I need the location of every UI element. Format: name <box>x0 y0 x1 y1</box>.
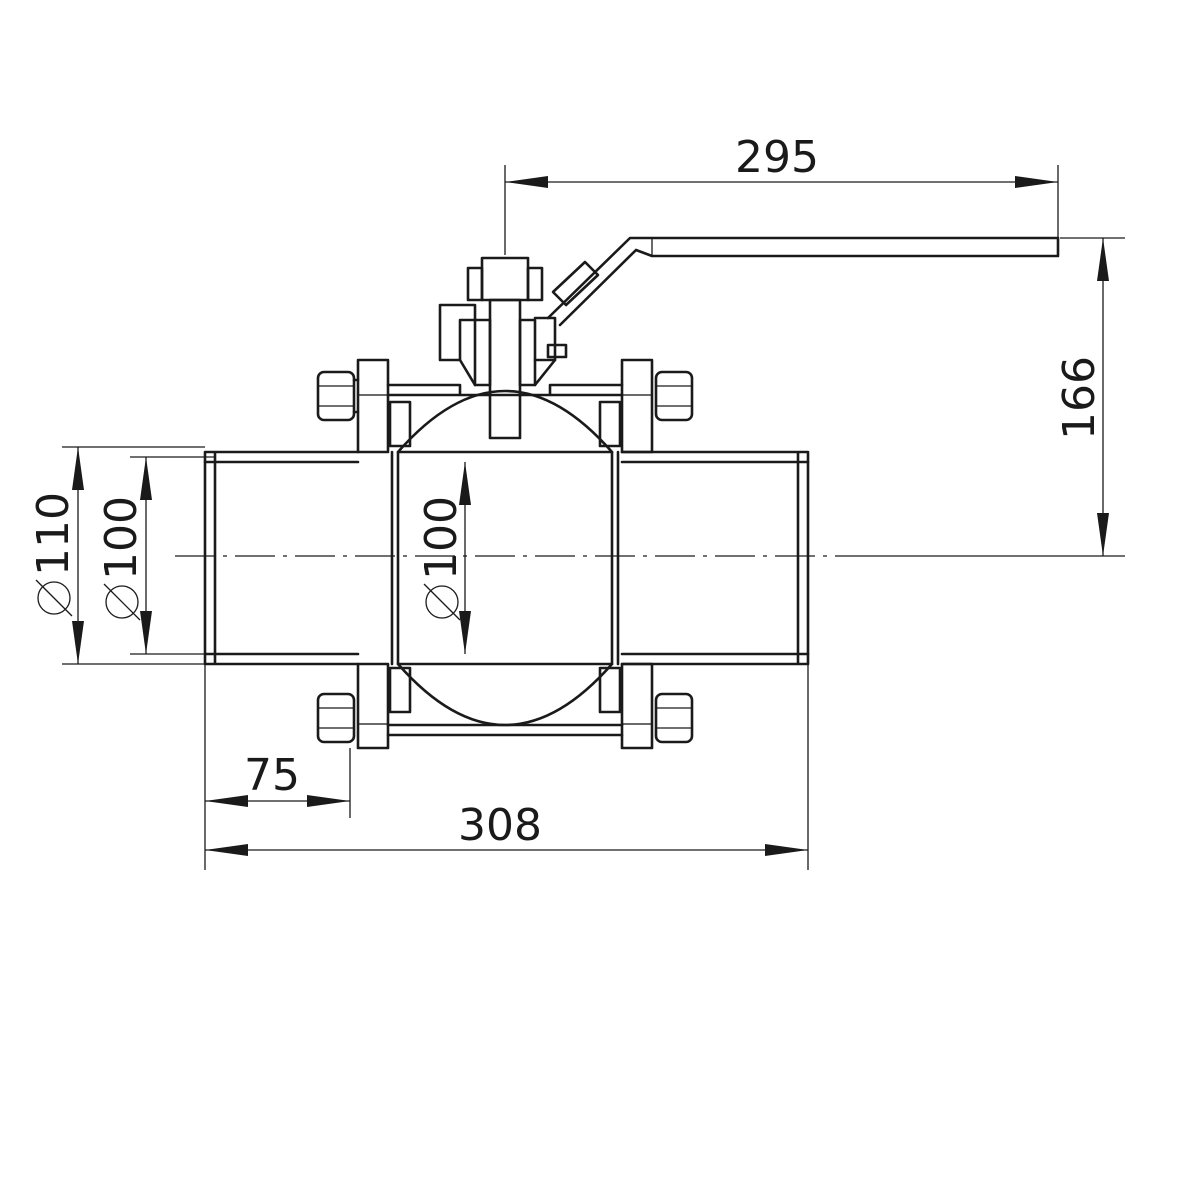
stem-nut <box>480 256 530 302</box>
center-body <box>386 383 624 737</box>
seat-left-top <box>388 400 412 448</box>
dim-outer-diameter-label: 110 <box>28 492 79 576</box>
bolt-bottom-right <box>654 692 694 744</box>
dim-inner-diameter-label: 100 <box>96 496 147 580</box>
dim-end-length-label: 75 <box>244 750 300 801</box>
right-pipe <box>620 450 810 666</box>
dim-overall-length-label: 308 <box>458 800 542 851</box>
right-flange-bottom <box>620 662 654 750</box>
bolt-top-left <box>316 370 356 422</box>
handle-lock <box>551 260 600 307</box>
gland <box>438 303 477 362</box>
stem <box>488 298 522 440</box>
dim-height: 166 <box>1054 237 1125 556</box>
dim-overall-length: 308 <box>205 664 809 870</box>
left-flange-top <box>356 358 390 454</box>
seat-right-top <box>598 400 622 448</box>
valve-body <box>203 236 1060 750</box>
ball-top <box>396 389 614 454</box>
bolts <box>316 370 694 744</box>
dim-inner-diameter: 100 <box>96 456 215 655</box>
dim-handle-length-label: 295 <box>735 132 819 183</box>
dim-height-label: 166 <box>1054 356 1105 440</box>
dim-end-length: 75 <box>204 664 351 870</box>
dim-bore-diameter-label: 100 <box>416 496 467 580</box>
left-pipe <box>203 450 360 666</box>
handle <box>546 236 1060 327</box>
left-flange-bottom <box>356 662 390 750</box>
right-flange-top <box>620 358 654 454</box>
dim-handle-length: 295 <box>504 132 1059 255</box>
bolt-top-right <box>654 370 694 422</box>
dim-outer-diameter: 110 <box>28 446 205 665</box>
dim-bore-diameter: 100 <box>416 462 471 654</box>
ball-bottom <box>396 662 614 727</box>
bolt-bottom-left <box>316 692 356 744</box>
